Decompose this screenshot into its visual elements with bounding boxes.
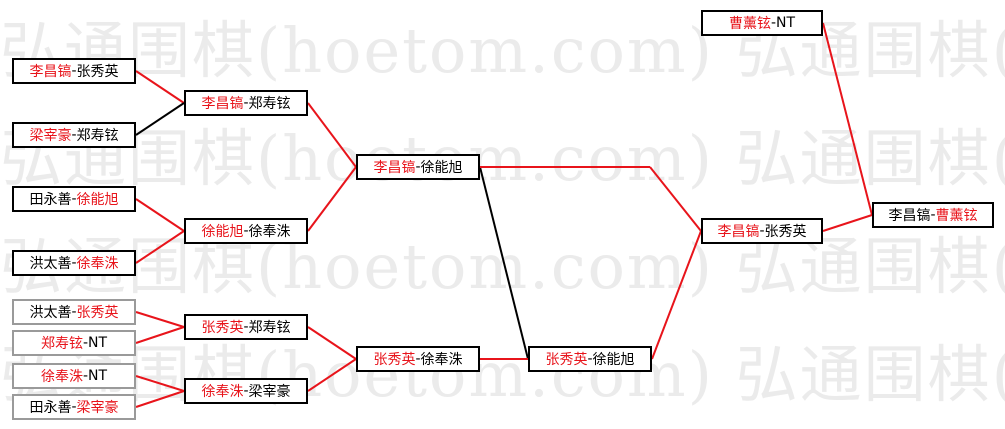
separator: - — [71, 255, 77, 271]
player-name: 李昌镐 — [29, 64, 72, 80]
player-name: 徐奉洙 — [201, 384, 244, 400]
separator: - — [243, 223, 249, 239]
player-name: 张秀英 — [201, 320, 244, 336]
watermark-row-3: 弘通围棋(hoetom.com) 弘通围棋(hoetom.com) 弘通围棋(h… — [0, 230, 1005, 303]
match-box-r1m6[interactable]: 郑寿铉-NT — [12, 330, 136, 356]
connector-line — [135, 102, 185, 136]
connector-line — [135, 230, 185, 264]
match-box-r2m2[interactable]: 徐能旭-徐奉洙 — [184, 218, 308, 244]
connector-line — [135, 326, 185, 344]
player-name: 梁宰豪 — [29, 128, 72, 144]
connector-line — [651, 230, 702, 360]
connector-line — [307, 102, 357, 168]
separator: - — [71, 191, 77, 207]
player-name: 徐能旭 — [76, 192, 119, 208]
match-box-r2m4[interactable]: 徐奉洙-梁宰豪 — [184, 378, 308, 404]
player-name: 张秀英 — [373, 352, 416, 368]
match-box-r2m1[interactable]: 李昌镐-郑寿铉 — [184, 90, 308, 116]
player-name: 李昌镐 — [373, 160, 416, 176]
player-name: 张秀英 — [76, 305, 119, 321]
match-box-r5m1[interactable]: 李昌镐-张秀英 — [701, 218, 823, 244]
player-name: 徐奉洙 — [420, 352, 463, 368]
connector-line — [822, 22, 873, 216]
player-name: NT — [88, 335, 108, 351]
match-box-final[interactable]: 李昌镐-曹薰铉 — [872, 202, 994, 228]
separator: - — [82, 335, 89, 351]
connector-line — [135, 390, 185, 408]
separator: - — [243, 383, 249, 399]
separator: - — [415, 351, 421, 367]
player-name: 李昌镐 — [888, 208, 931, 224]
player-name: 郑寿铉 — [248, 320, 291, 336]
match-box-top1[interactable]: 曹薰铉-NT — [701, 10, 823, 36]
match-box-r1m8[interactable]: 田永善-梁宰豪 — [12, 394, 136, 420]
player-name: 田永善 — [29, 192, 72, 208]
separator: - — [71, 304, 77, 320]
match-box-r3m2[interactable]: 张秀英-徐奉洙 — [356, 346, 480, 372]
separator: - — [82, 368, 89, 384]
match-box-r1m4[interactable]: 洪太善-徐奉洙 — [12, 250, 136, 276]
player-name: 田永善 — [29, 400, 72, 416]
match-box-r3m1[interactable]: 李昌镐-徐能旭 — [356, 154, 480, 180]
connector-line — [135, 311, 185, 328]
player-name: 李昌镐 — [201, 96, 244, 112]
connector-line — [822, 214, 873, 232]
connector-line — [479, 166, 529, 360]
connector-line — [307, 358, 357, 392]
player-name: NT — [776, 15, 796, 31]
player-name: 曹薰铉 — [728, 16, 771, 32]
separator: - — [930, 207, 936, 223]
watermark-row-2: 弘通围棋(hoetom.com) 弘通围棋(hoetom.com) 弘通围棋(h… — [0, 122, 1005, 195]
player-name: NT — [88, 368, 108, 384]
player-name: 梁宰豪 — [76, 400, 119, 416]
separator: - — [71, 399, 77, 415]
player-name: 郑寿铉 — [76, 128, 119, 144]
connector-line — [307, 326, 357, 360]
watermark-row-1: 弘通围棋(hoetom.com) 弘通围棋(hoetom.com) 弘通围棋(h… — [0, 14, 1005, 87]
match-box-r1m3[interactable]: 田永善-徐能旭 — [12, 186, 136, 212]
match-box-r2m3[interactable]: 张秀英-郑寿铉 — [184, 314, 308, 340]
player-name: 徐能旭 — [592, 352, 635, 368]
player-name: 徐奉洙 — [40, 369, 83, 385]
player-name: 郑寿铉 — [40, 336, 83, 352]
match-box-r4m1[interactable]: 张秀英-徐能旭 — [528, 346, 652, 372]
connector-line — [649, 166, 702, 232]
player-name: 郑寿铉 — [248, 96, 291, 112]
player-name: 张秀英 — [764, 224, 807, 240]
player-name: 洪太善 — [29, 305, 72, 321]
match-box-r1m7[interactable]: 徐奉洙-NT — [12, 363, 136, 389]
player-name: 张秀英 — [545, 352, 588, 368]
player-name: 李昌镐 — [717, 224, 760, 240]
player-name: 曹薰铉 — [935, 208, 978, 224]
separator: - — [415, 159, 421, 175]
separator: - — [71, 127, 77, 143]
player-name: 梁宰豪 — [248, 384, 291, 400]
player-name: 徐奉洙 — [76, 256, 119, 272]
separator: - — [759, 223, 765, 239]
match-box-r1m5[interactable]: 洪太善-张秀英 — [12, 299, 136, 325]
connector-line — [135, 198, 185, 232]
separator: - — [587, 351, 593, 367]
separator: - — [243, 95, 249, 111]
connector-line — [135, 375, 185, 392]
player-name: 徐奉洙 — [248, 224, 291, 240]
player-name: 徐能旭 — [420, 160, 463, 176]
player-name: 徐能旭 — [201, 224, 244, 240]
connector-line — [135, 70, 185, 104]
connector-line — [307, 166, 357, 232]
separator: - — [71, 63, 77, 79]
separator: - — [770, 15, 777, 31]
separator: - — [243, 319, 249, 335]
player-name: 洪太善 — [29, 256, 72, 272]
match-box-r1m1[interactable]: 李昌镐-张秀英 — [12, 58, 136, 84]
watermark-row-4: 弘通围棋(hoetom.com) 弘通围棋(hoetom.com) 弘通围棋(h… — [0, 338, 1005, 411]
player-name: 张秀英 — [76, 64, 119, 80]
match-box-r1m2[interactable]: 梁宰豪-郑寿铉 — [12, 122, 136, 148]
